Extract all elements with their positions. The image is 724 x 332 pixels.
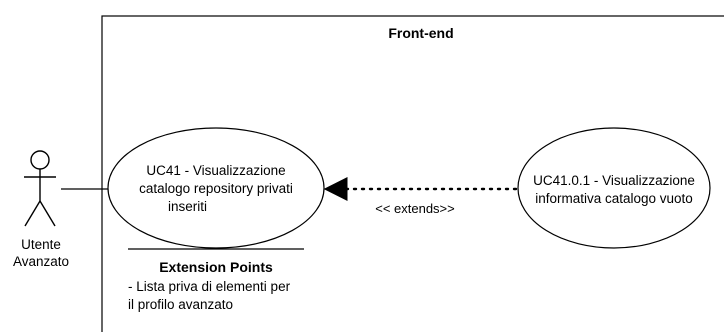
extension-points-title: Extension Points <box>159 259 273 275</box>
extension-point-line1: - Lista priva di elementi per <box>128 279 291 294</box>
actor-leg-right <box>39 200 56 227</box>
system-title: Front-end <box>388 25 453 41</box>
use-case-uc41-0-1 <box>517 127 711 249</box>
uc41-0-1-line1: UC41.0.1 - Visualizzazione <box>533 173 695 188</box>
actor-leg-left <box>24 200 41 227</box>
actor-head <box>30 150 50 170</box>
uc41-line1: UC41 - Visualizzazione <box>146 163 285 178</box>
extends-label: << extends>> <box>375 201 455 216</box>
uc41-0-1-line2: informativa catalogo vuoto <box>535 191 693 206</box>
uc41-line3: inseriti <box>168 199 207 214</box>
actor-utente-avanzato <box>24 150 56 227</box>
actor-label-line2: Avanzato <box>13 254 69 269</box>
uc41-line2: catalogo repository privati <box>139 181 293 196</box>
system-boundary <box>101 15 724 332</box>
actor-label-line1: Utente <box>21 237 61 252</box>
extension-point-line2: il profilo avanzato <box>128 297 233 312</box>
